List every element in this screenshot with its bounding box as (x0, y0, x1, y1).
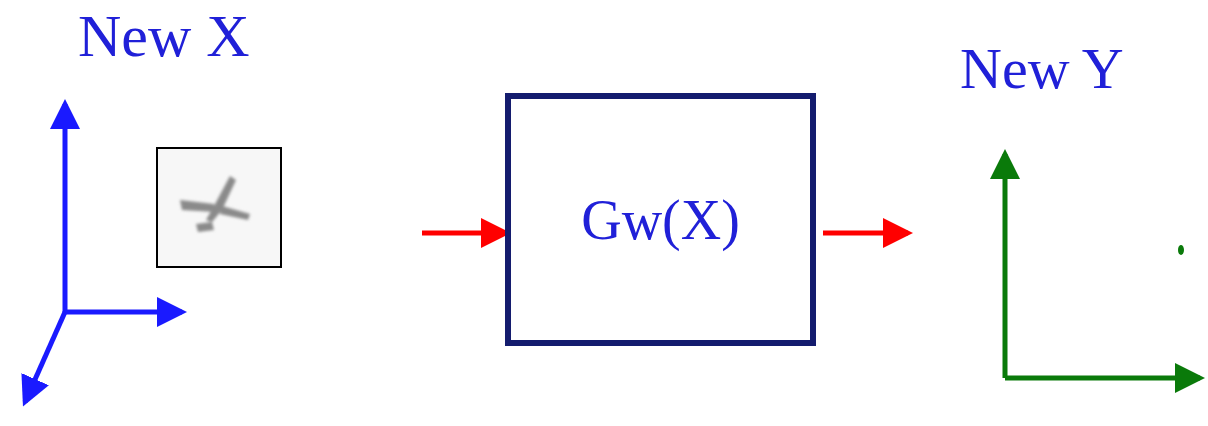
process-box: Gw(X) (505, 93, 816, 346)
axis (25, 312, 65, 402)
output-axes (1005, 154, 1200, 378)
output-point (1178, 245, 1184, 255)
axis (63, 104, 68, 312)
box-label: Gw(X) (581, 192, 740, 248)
airplane-picture (180, 176, 250, 232)
axis-space-label: New Y (960, 40, 1124, 98)
axis (65, 310, 182, 315)
axis (1005, 376, 1200, 381)
output-arrow (823, 231, 908, 236)
axis-space-label: New X (78, 6, 250, 66)
input-arrow (422, 231, 506, 236)
axis (1003, 154, 1008, 378)
input-image (157, 148, 281, 267)
image-frame (157, 148, 281, 267)
